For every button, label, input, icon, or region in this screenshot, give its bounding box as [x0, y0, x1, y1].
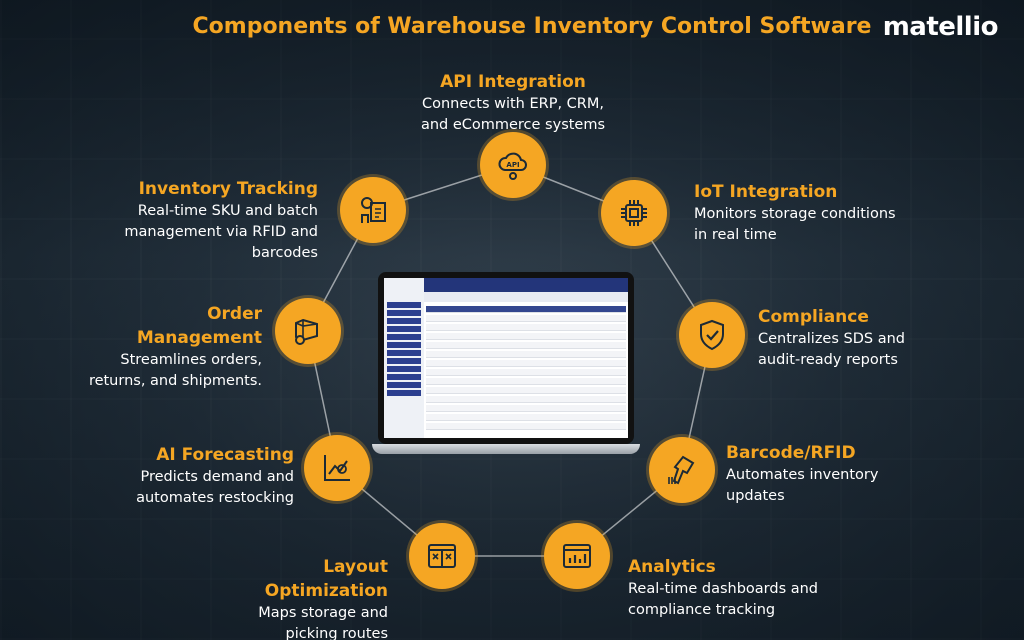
app-topbar [424, 278, 628, 292]
app-data-table [426, 306, 626, 432]
shield-check-icon [700, 319, 724, 351]
barcode-rfid-label: Barcode/RFID Automates inventory updates [726, 443, 879, 504]
laptop-base [372, 444, 640, 454]
compliance-label: Compliance Centralizes SDS and audit-rea… [758, 307, 905, 368]
svg-text:API: API [506, 161, 519, 169]
app-sidebar [384, 278, 424, 438]
cloud-api-icon: API [498, 152, 527, 180]
inventory-tracking-node [340, 177, 406, 243]
api-integration-label: API Integration Connects with ERP, CRM, … [420, 72, 606, 133]
trend-chart-icon [324, 455, 350, 481]
order-management-node [275, 298, 341, 364]
layout-optimization-node [409, 523, 475, 589]
inventory-tag-icon [361, 197, 386, 223]
analytics-node [544, 523, 610, 589]
dashboard-chart-icon [563, 544, 591, 568]
app-toolbar [424, 292, 628, 302]
analytics-label: Analytics Real-time dashboards and compl… [628, 557, 819, 618]
ai-forecasting-label: AI Forecasting Predicts demand and autom… [136, 445, 294, 506]
laptop-software-preview [372, 272, 640, 462]
ai-forecasting-node [304, 435, 370, 501]
order-management-label: Order Management Streamlines orders, ret… [88, 304, 262, 389]
barcode-scanner-icon [668, 455, 695, 485]
iot-integration-label: IoT Integration Monitors storage conditi… [694, 182, 896, 243]
iot-integration-node [601, 180, 667, 246]
barcode-rfid-node [649, 437, 715, 503]
layout-grid-icon [428, 544, 456, 568]
brand-logo: matellio [882, 12, 999, 42]
api-integration-node: API [480, 132, 546, 198]
package-gear-icon [295, 318, 318, 345]
layout-optimization-label: Layout Optimization Maps storage and pic… [258, 557, 388, 640]
inventory-tracking-label: Inventory Tracking Real-time SKU and bat… [124, 179, 318, 261]
compliance-node [679, 302, 745, 368]
inventory-app-screenshot [384, 278, 628, 438]
chip-icon [621, 200, 647, 226]
laptop-screen [378, 272, 634, 444]
page-title: Components of Warehouse Inventory Contro… [192, 14, 872, 39]
